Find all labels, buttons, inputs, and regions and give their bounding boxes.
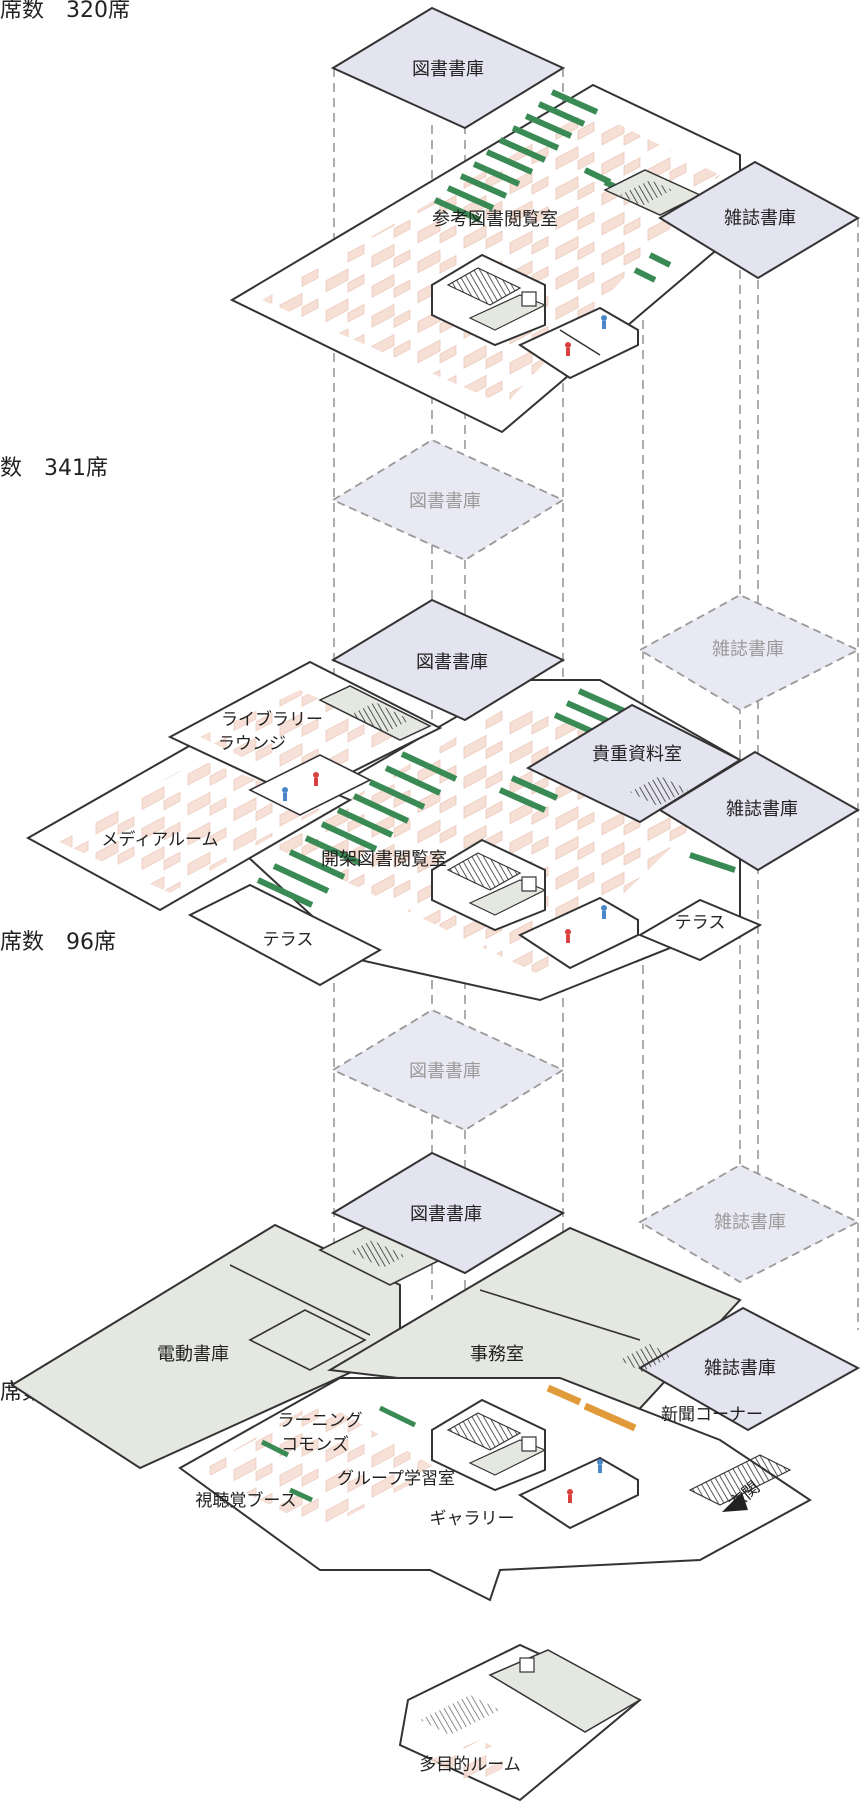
floor3: 雑誌書庫 図書 — [25, 593, 861, 1002]
seat-count-floor3: 数 341席 — [0, 456, 108, 481]
entrance-arrow-icon — [722, 1492, 748, 1512]
floor3-shelves — [256, 688, 736, 908]
male-toilet-icon — [601, 315, 607, 321]
floor4-toilets — [517, 306, 639, 380]
floor2-magazine-label: 雑誌書庫 — [704, 1358, 776, 1379]
floor3-ghost-stack-label: 図書書庫 — [409, 1061, 481, 1082]
seat-count-floor2: 席数 96席 — [0, 930, 116, 955]
floor2-powered-stacks — [10, 1223, 401, 1470]
floor3-lounge-label-2: ラウンジ — [218, 734, 286, 754]
floor3-terrace-right-label: テラス — [675, 913, 726, 933]
floor2-ghost-magazine-label: 雑誌書庫 — [714, 1212, 786, 1233]
floor4-reference-label: 参考図書閲覧室 — [432, 209, 558, 230]
floor2-office-label: 事務室 — [470, 1344, 524, 1365]
floor3-toilets — [517, 896, 639, 970]
floor3-magazine — [658, 750, 860, 872]
floor2-learning-label-1: ラーニング — [278, 1411, 363, 1431]
floor4-ghost-stack-label: 図書書庫 — [409, 491, 481, 512]
floor2-stack — [330, 1151, 566, 1275]
floor3-ghost-stack: 図書書庫 — [331, 1008, 565, 1132]
female-toilet-icon — [565, 342, 571, 348]
seat-count-floor4: 席数 320席 — [0, 0, 130, 23]
floor2: 雑誌書庫 図書書庫 雑誌書庫 電動書庫 事務室 — [10, 1151, 861, 1602]
floor2-group-study-label: グループ学習室 — [337, 1469, 455, 1489]
floor2-powered-stacks-label: 電動書庫 — [157, 1344, 229, 1365]
floor3-lounge-label-1: ライブラリー — [221, 709, 323, 730]
floor1: 多目的ルーム — [398, 1643, 642, 1802]
floor3-terrace-left-label: テラス — [263, 930, 314, 950]
floor3-magazine-label: 雑誌書庫 — [726, 799, 798, 820]
elevator-icon — [519, 1657, 535, 1673]
floor2-newspaper-label: 新聞コーナー — [661, 1405, 763, 1425]
floor2-toilets — [517, 1456, 639, 1530]
floor2-magazine — [638, 1306, 861, 1432]
male-toilet-icon — [597, 1459, 603, 1465]
floor4-ghost-stack: 図書書庫 — [331, 438, 565, 562]
floor2-green-shelves — [260, 1405, 417, 1503]
floor3-terrace-right — [637, 898, 763, 962]
floor2-av-booth-label: 視聴覚ブース — [195, 1490, 296, 1511]
floor2-newspaper-shelves — [546, 1384, 637, 1432]
female-toilet-icon — [565, 929, 571, 935]
male-toilet-icon — [601, 905, 607, 911]
floor4-stack-label: 図書書庫 — [412, 59, 484, 80]
floor2-entrance-stairs — [688, 1454, 792, 1506]
floor4: 図書書庫 雑誌書庫 参考図書閲覧室 — [229, 6, 861, 434]
floor2-stack-label: 図書書庫 — [410, 1204, 482, 1225]
floor3-ghost-magazine-label: 雑誌書庫 — [712, 639, 784, 660]
floor2-ghost-magazine — [638, 1163, 861, 1284]
floor4-magazine-label: 雑誌書庫 — [724, 208, 796, 229]
floor3-terrace-left — [187, 883, 383, 987]
floor4-shelves — [433, 89, 672, 283]
floor3-rare-room-label: 貴重資料室 — [592, 744, 682, 765]
floor3-stack-label: 図書書庫 — [416, 652, 488, 673]
floor3-lounge-toilets — [248, 754, 372, 816]
floor4-magazine — [658, 160, 861, 280]
floor3-stack — [330, 598, 566, 722]
floor3-open-stacks-label: 開架図書閲覧室 — [321, 849, 447, 870]
female-toilet-icon — [567, 1489, 573, 1495]
floor1-multipurpose-label: 多目的ルーム — [419, 1755, 521, 1775]
floor4-stack — [330, 6, 566, 130]
floor2-learning-label-2: コモンズ — [281, 1435, 349, 1455]
floor3-ghost-magazine — [638, 593, 861, 712]
floor3-media-label: メディアルーム — [101, 829, 218, 850]
floor2-gallery-label: ギャラリー — [430, 1509, 515, 1529]
